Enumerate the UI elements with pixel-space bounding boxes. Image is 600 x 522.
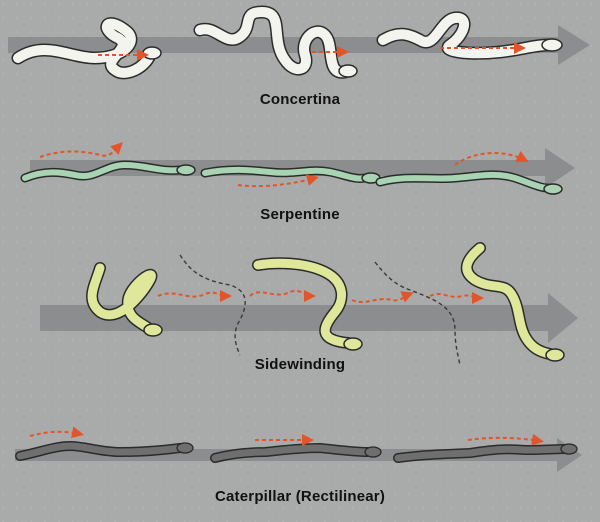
motion-arrow	[39, 142, 123, 158]
snake	[460, 242, 565, 362]
caption-caterpillar: Caterpillar (Rectilinear)	[214, 488, 386, 505]
motion-arrow	[157, 289, 232, 302]
snake	[252, 257, 363, 351]
track-line	[374, 261, 461, 366]
snake	[86, 262, 163, 337]
motion-arrow	[249, 289, 316, 302]
snake	[210, 442, 382, 463]
caption-concertina: Concertina	[259, 91, 341, 108]
motion-arrow	[429, 291, 484, 304]
caption-sidewinding: Sidewinding	[254, 356, 346, 373]
motion-arrow	[237, 174, 319, 188]
snake	[193, 5, 358, 79]
snake	[375, 170, 563, 195]
snake	[393, 443, 578, 463]
motion-arrow	[467, 433, 544, 446]
motion-arrow	[29, 426, 84, 439]
motion-arrow	[454, 151, 529, 166]
section-sidewinding	[40, 242, 578, 366]
snake	[376, 11, 563, 60]
snake	[15, 440, 194, 461]
track-line	[179, 254, 246, 356]
direction-arrow	[40, 293, 578, 343]
direction-arrow	[15, 438, 582, 472]
section-serpentine	[20, 142, 575, 195]
snake	[20, 160, 196, 183]
caption-serpentine: Serpentine	[260, 206, 340, 223]
section-caterpillar	[15, 426, 582, 472]
section-concertina	[8, 5, 590, 80]
